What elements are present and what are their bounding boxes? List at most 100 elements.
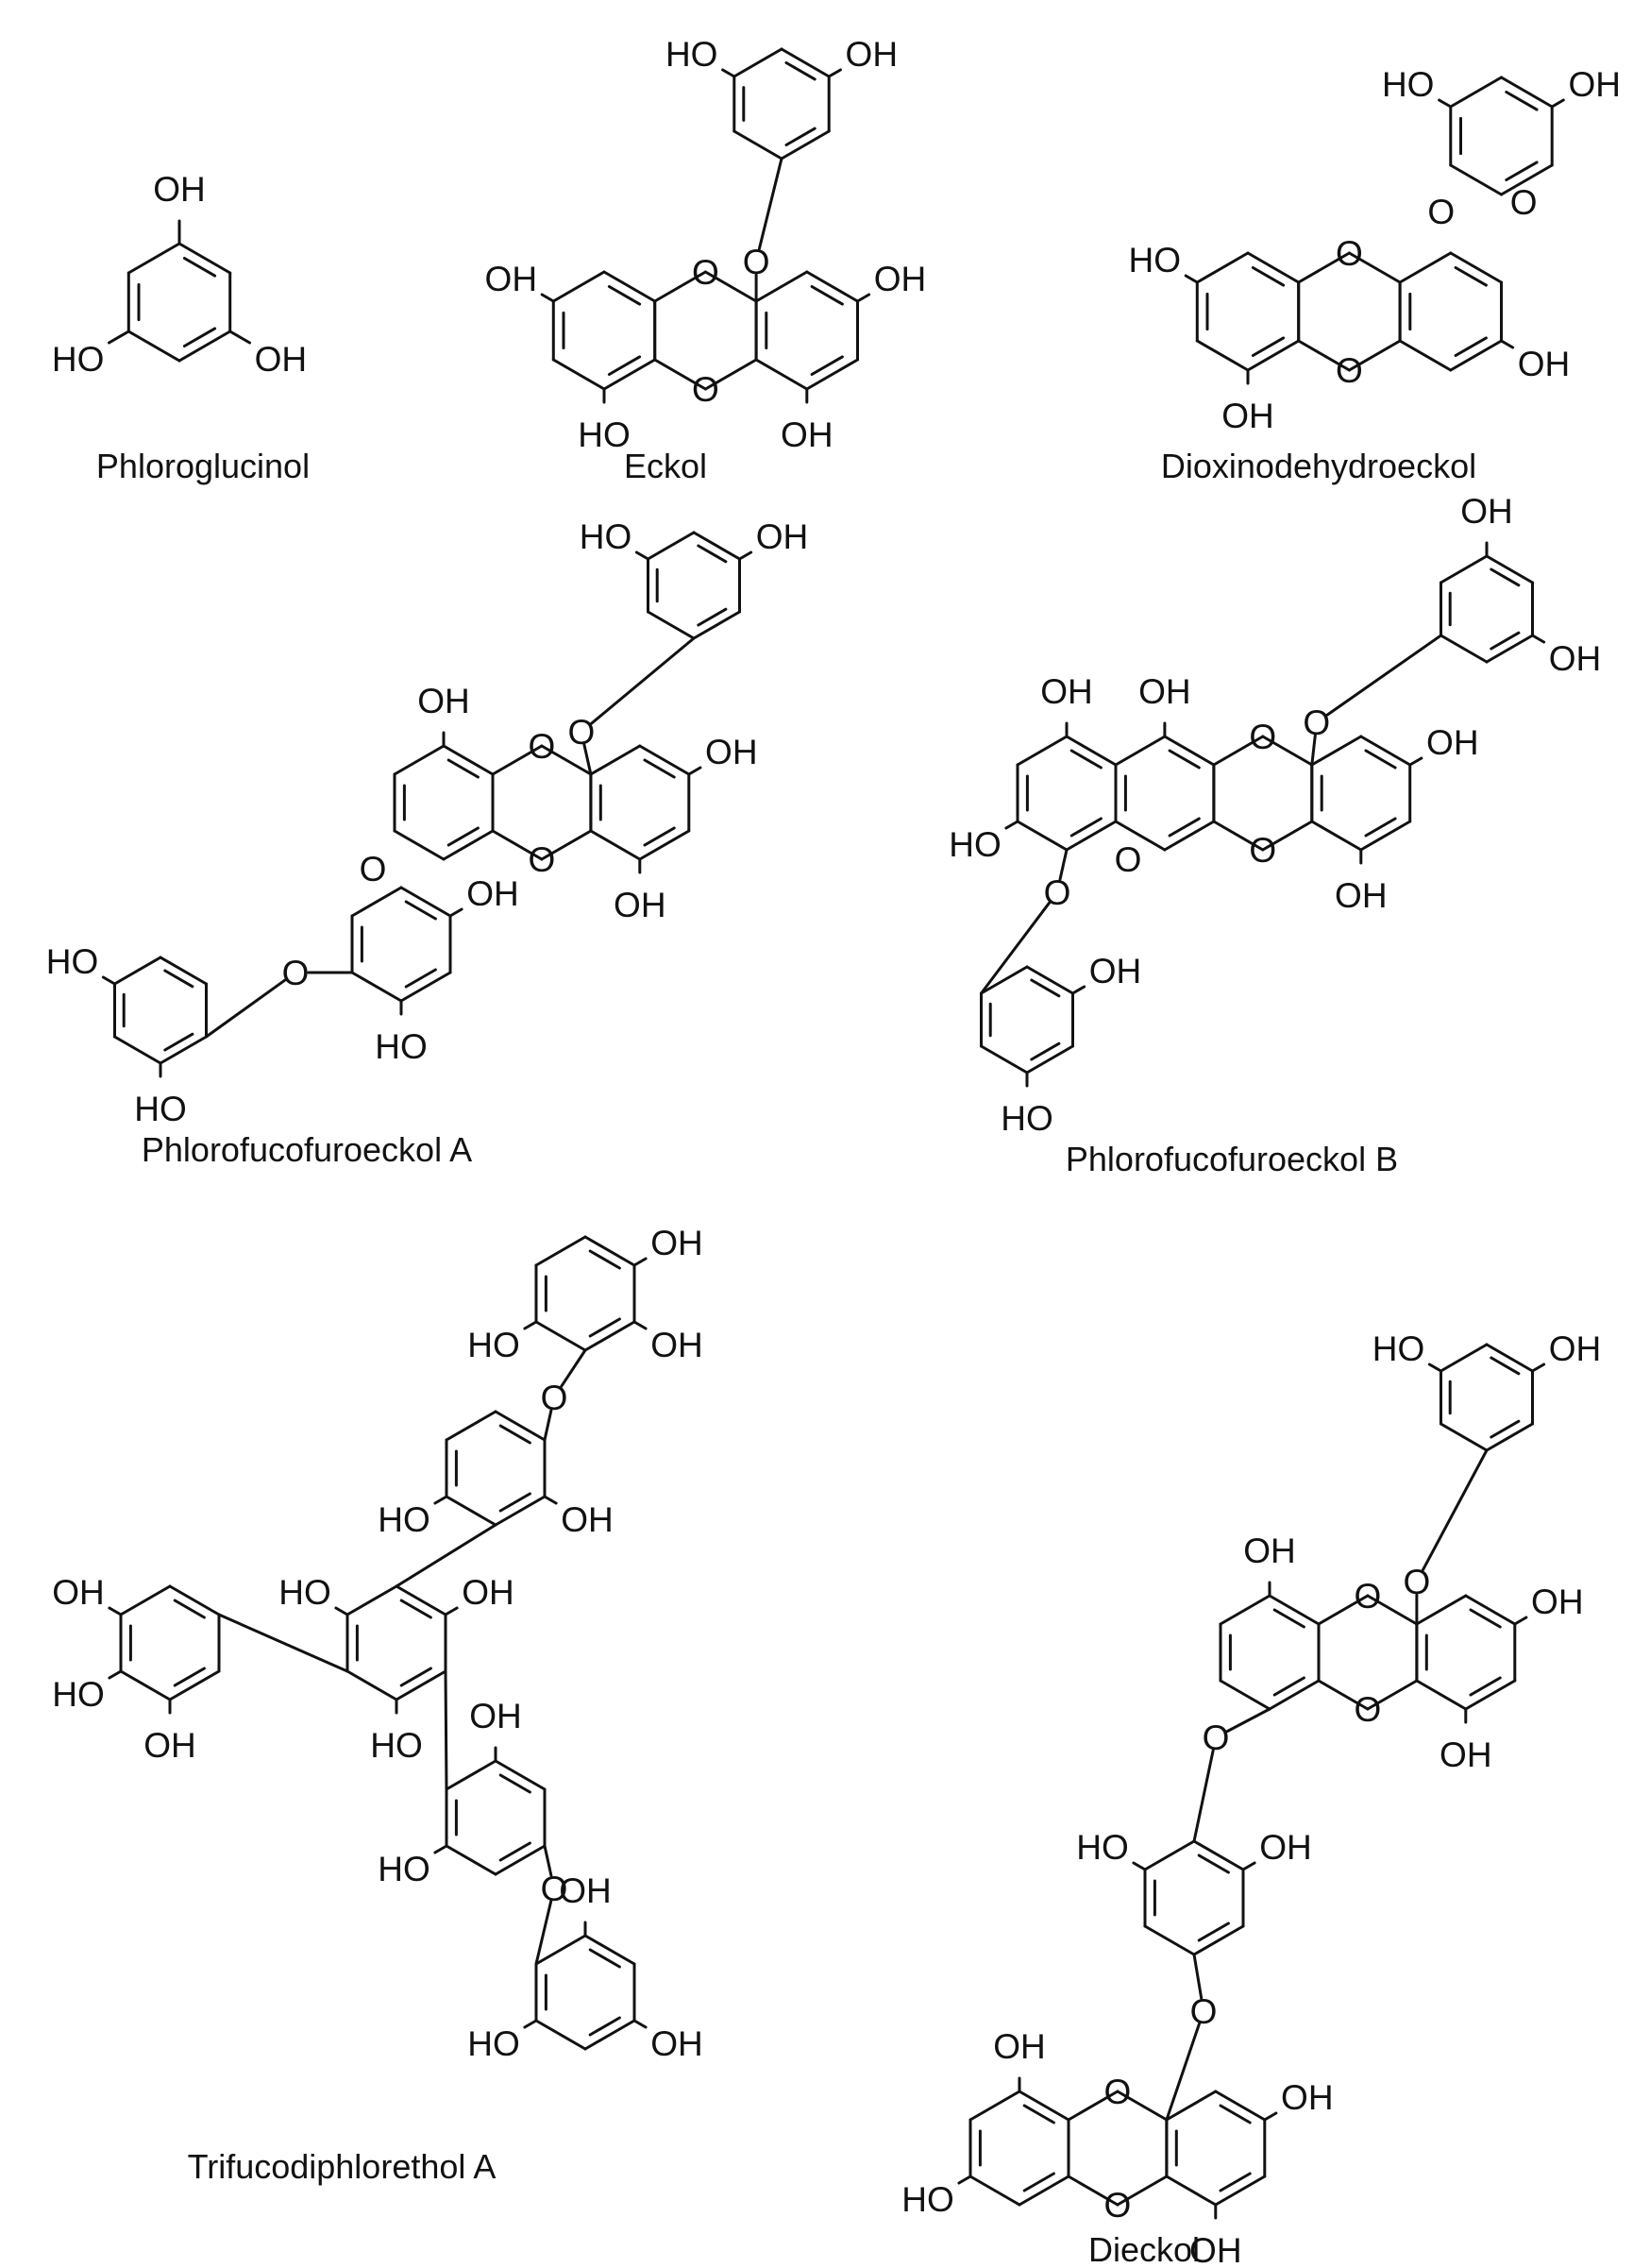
- double-bond: [1069, 749, 1103, 770]
- oxygen-atom-label: O: [1104, 2073, 1132, 2111]
- ring-bond: [1449, 163, 1503, 196]
- hydroxyl-label: HO: [1001, 1099, 1053, 1138]
- single-bond: [634, 550, 649, 561]
- double-bond: [784, 127, 817, 146]
- oxygen-atom-label: O: [1249, 831, 1276, 870]
- ring-bond: [583, 1934, 636, 1966]
- ring-bond: [1192, 1924, 1245, 1956]
- double-bond: [1505, 91, 1539, 111]
- ring-bond: [1143, 1924, 1196, 1956]
- double-bond: [182, 257, 217, 278]
- single-bond: [590, 636, 696, 725]
- single-bond: [1184, 274, 1199, 284]
- hydroxyl-label: OH: [1281, 2078, 1334, 2117]
- ring-bond: [1317, 1679, 1370, 1711]
- oxygen-atom-label: O: [360, 850, 387, 889]
- single-bond: [1241, 1861, 1256, 1871]
- hydroxyl-label: OH: [650, 1326, 703, 1364]
- ring-bond: [1500, 163, 1554, 196]
- ring-bond: [968, 2090, 1021, 2122]
- ring-bond: [399, 971, 452, 1003]
- hydroxyl-label: HO: [949, 825, 1002, 864]
- hydroxyl-label: OH: [255, 340, 308, 379]
- ring-bond: [393, 829, 446, 861]
- hydroxyl-label: OH: [781, 415, 833, 454]
- double-bond: [498, 1492, 531, 1513]
- double-bond: [1168, 817, 1201, 838]
- hydroxyl-label: OH: [485, 260, 538, 298]
- single-bond: [980, 901, 1052, 995]
- ring-bond: [1192, 1839, 1245, 1871]
- double-bond: [1490, 567, 1521, 587]
- ring-bond: [1212, 735, 1265, 767]
- double-bond: [1364, 817, 1397, 838]
- single-bond: [1550, 98, 1565, 109]
- double-bond: [1469, 1676, 1502, 1697]
- ring-bond: [1065, 820, 1118, 852]
- hydroxyl-label: OH: [650, 2024, 703, 2063]
- ring-bond: [494, 1759, 547, 1791]
- ring-bond: [1018, 2090, 1070, 2122]
- double-bond: [697, 544, 728, 564]
- ring-bond: [732, 47, 783, 78]
- single-bond: [582, 743, 593, 776]
- hydroxyl-label: HO: [578, 415, 631, 454]
- ring-bond: [638, 829, 691, 861]
- ring-bond: [647, 531, 696, 561]
- oxygen-atom-label: O: [541, 1870, 568, 1908]
- double-bond: [182, 327, 217, 347]
- hydroxyl-label: OH: [466, 874, 519, 913]
- double-bond: [173, 1667, 206, 1687]
- single-bond: [108, 1606, 123, 1616]
- ring-bond: [1366, 1679, 1419, 1711]
- double-bond: [404, 968, 437, 989]
- hydroxyl-label: HO: [901, 2180, 954, 2219]
- ring-bond: [1065, 735, 1118, 767]
- ring-bond: [442, 829, 495, 861]
- ring-bond: [583, 1320, 636, 1352]
- single-bond: [1004, 820, 1019, 830]
- hydroxyl-label: OH: [143, 1726, 196, 1765]
- hydroxyl-label: OH: [1221, 397, 1274, 435]
- double-bond: [697, 607, 728, 627]
- ring-bond: [1219, 1594, 1271, 1626]
- oxygen-atom-label: O: [1115, 840, 1142, 879]
- ring-bond: [494, 1410, 547, 1442]
- single-bond: [632, 1320, 648, 1330]
- double-bond: [404, 900, 437, 921]
- hydroxyl-label: OH: [1089, 952, 1142, 990]
- hydroxyl-label: OH: [1568, 65, 1621, 104]
- hydroxyl-label: OH: [469, 1697, 522, 1735]
- double-bond: [1219, 2172, 1252, 2192]
- ring-bond: [754, 358, 809, 391]
- oxygen-atom-label: O: [529, 727, 556, 766]
- oxygen-atom-label: O: [743, 243, 770, 281]
- ring-bond: [177, 330, 232, 363]
- ring-bond: [1500, 76, 1554, 109]
- ring-bond: [638, 744, 691, 776]
- ring-bond: [1440, 634, 1489, 664]
- hydroxyl-label: OH: [1518, 345, 1571, 383]
- single-bond: [1310, 734, 1317, 767]
- hydroxyl-label: OH: [1531, 1583, 1584, 1621]
- double-bond: [1197, 1853, 1230, 1874]
- oxygen-atom-label: O: [692, 253, 719, 292]
- ring-bond: [1464, 1594, 1517, 1626]
- ring-bond: [395, 1584, 447, 1616]
- hydroxyl-label: OH: [1549, 639, 1602, 678]
- single-bond: [395, 1523, 497, 1588]
- hydroxyl-label: OH: [756, 517, 809, 556]
- ring-bond: [1449, 339, 1503, 372]
- oxygen-atom-label: O: [1190, 1992, 1218, 2031]
- oxygen-atom-label: O: [282, 954, 310, 992]
- single-bond: [543, 1844, 553, 1877]
- single-bond: [108, 1669, 123, 1680]
- ring-bond: [1163, 820, 1216, 852]
- single-bond: [1071, 985, 1086, 995]
- ring-bond: [126, 330, 181, 363]
- ring-bond: [1261, 820, 1314, 852]
- ring-bond: [589, 829, 642, 861]
